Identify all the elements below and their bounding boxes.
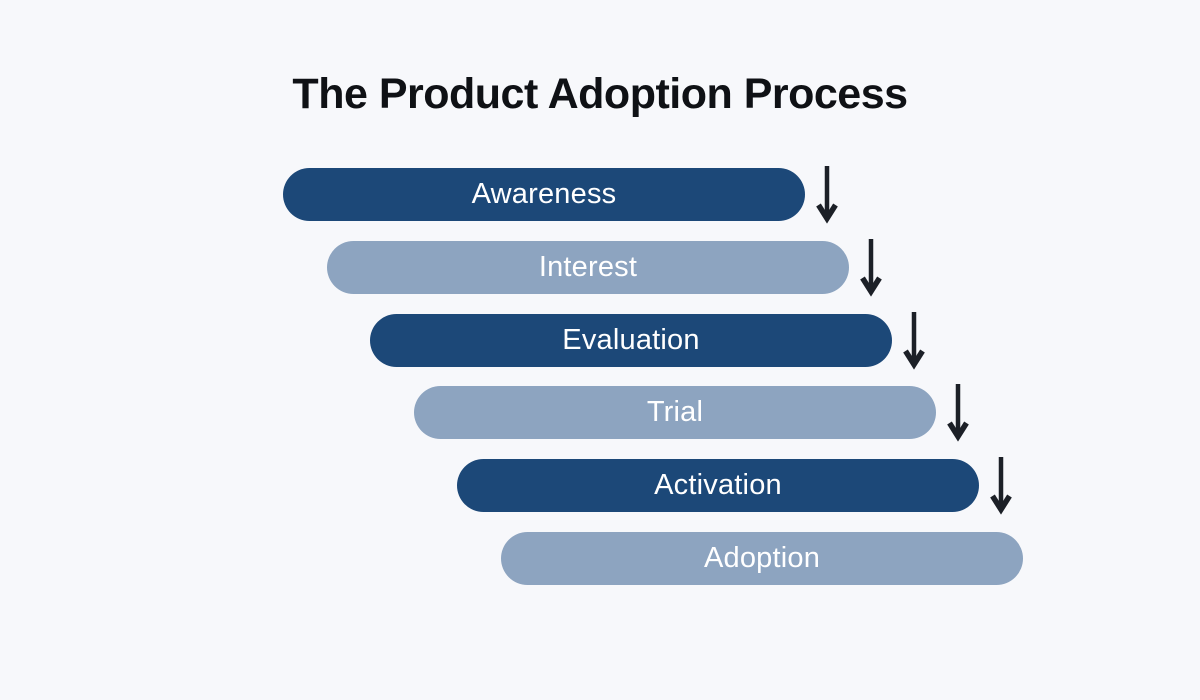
stage-awareness: Awareness xyxy=(283,168,805,221)
page-title: The Product Adoption Process xyxy=(292,70,908,118)
down-arrow-icon xyxy=(945,382,971,442)
down-arrow-icon xyxy=(988,455,1014,515)
stage-adoption: Adoption xyxy=(501,532,1023,585)
stage-label: Awareness xyxy=(471,178,617,210)
stage-trial: Trial xyxy=(414,386,936,439)
stage-label: Activation xyxy=(654,469,782,501)
stage-activation: Activation xyxy=(457,459,979,512)
down-arrow-icon xyxy=(901,310,927,370)
stage-interest: Interest xyxy=(327,241,849,294)
stage-label: Interest xyxy=(538,251,638,283)
stage-label: Adoption xyxy=(703,542,821,574)
stage-evaluation: Evaluation xyxy=(370,314,892,367)
down-arrow-icon xyxy=(814,164,840,224)
stage-label: Evaluation xyxy=(562,324,700,356)
stage-label: Trial xyxy=(646,396,704,428)
down-arrow-icon xyxy=(858,237,884,297)
